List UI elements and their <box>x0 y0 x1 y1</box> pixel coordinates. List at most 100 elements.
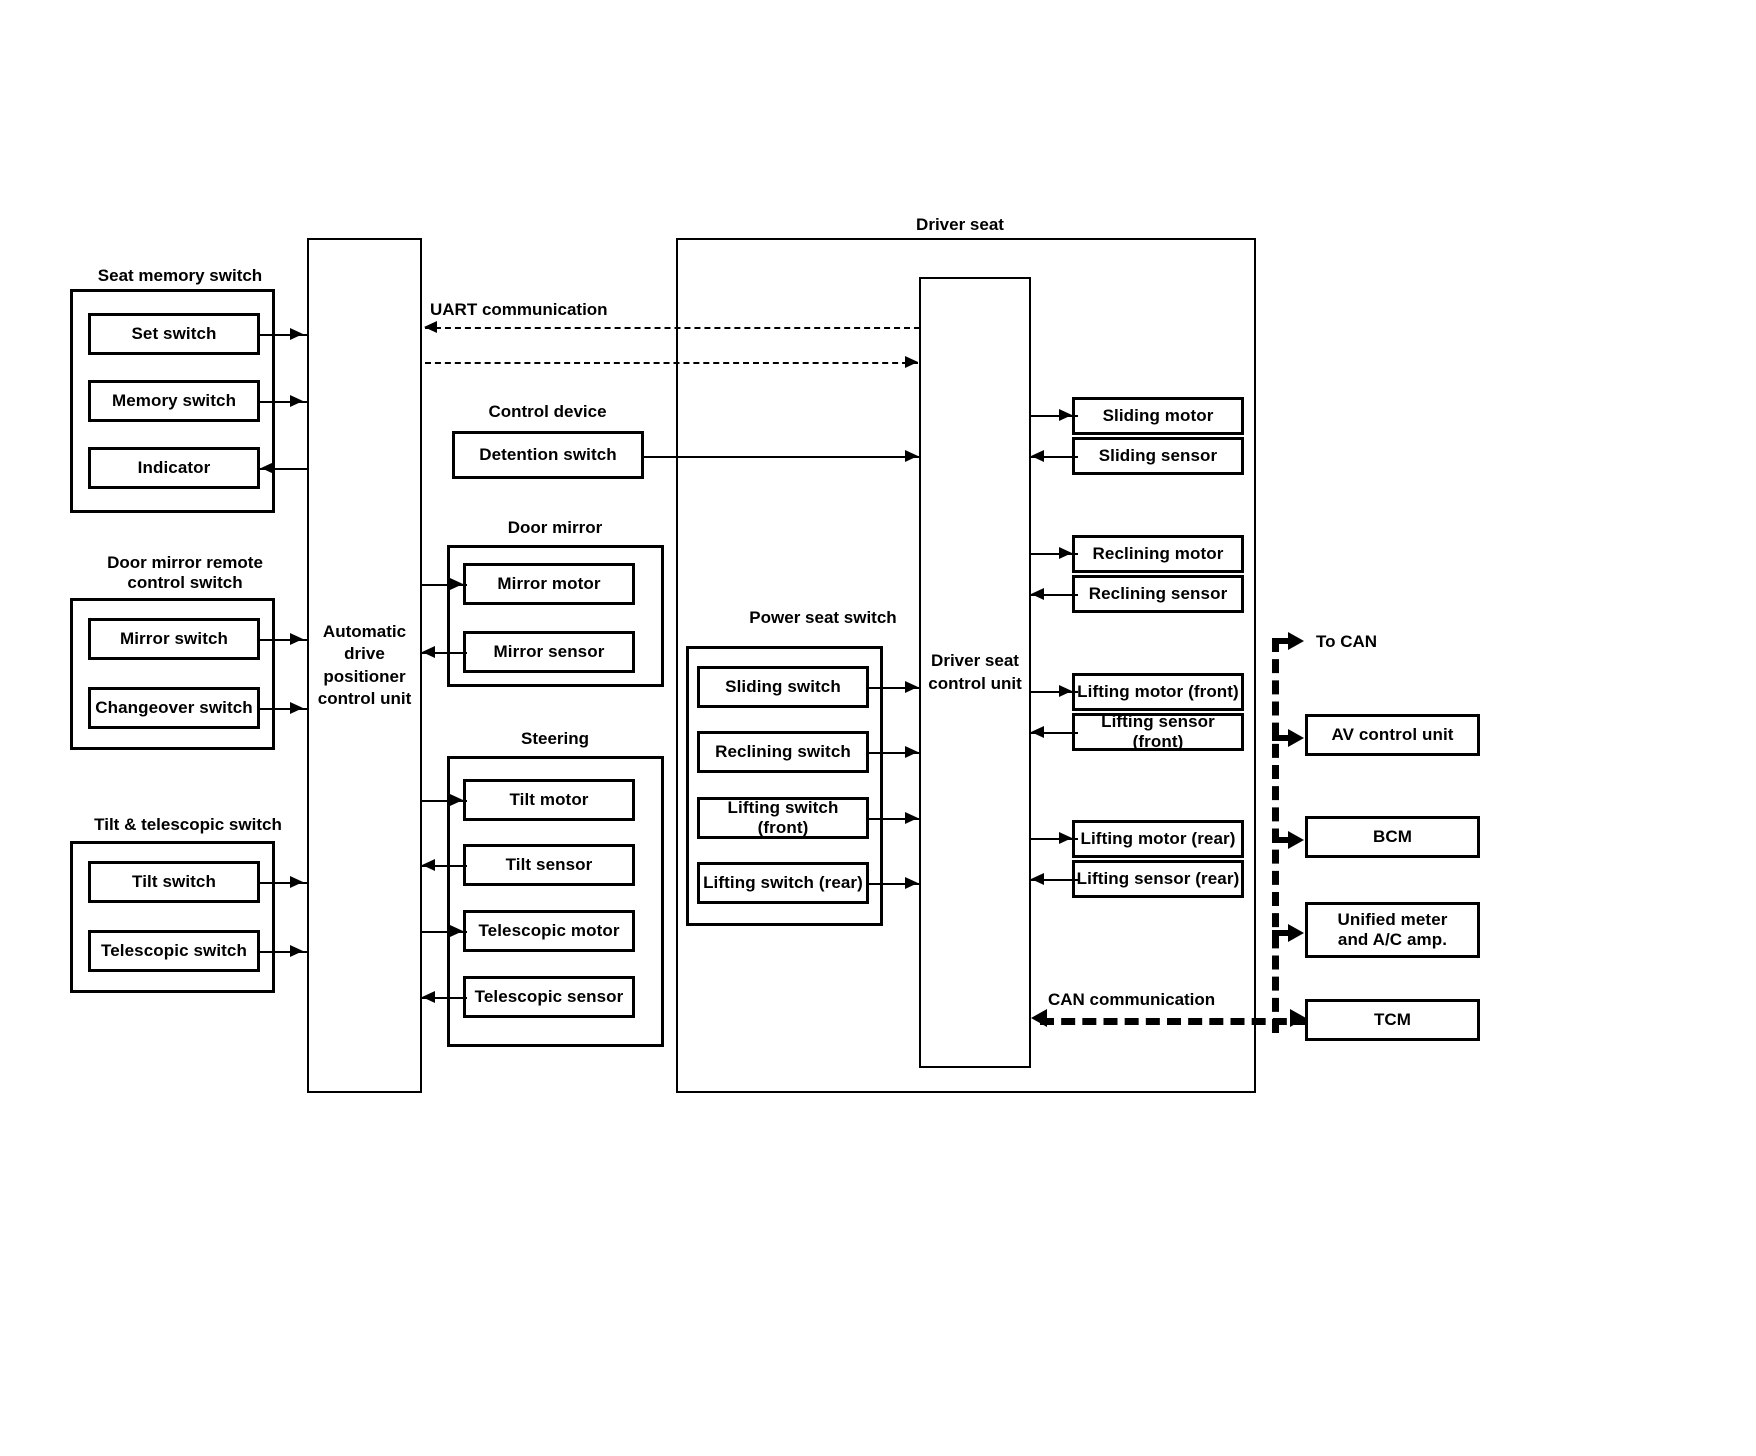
arrow-driver-seat-cu-to-reclining-motor <box>1059 547 1072 559</box>
tilt-telescopic-switch-group <box>70 841 275 993</box>
lifting-sensor-rear-box: Lifting sensor (rear) <box>1072 860 1244 898</box>
uart-communication-label: UART communication <box>430 300 608 319</box>
arrow-lifting-sensor-front-to-driver-seat-cu <box>1031 726 1044 738</box>
line-driver-seat-cu-to-lifting-motor-rear <box>1031 838 1078 840</box>
tilt-sensor-box[interactable]: Tilt sensor <box>463 844 635 886</box>
arrow-uart-to-adp <box>424 321 437 333</box>
line-reclining-switch-to-driver-seat-cu <box>869 752 921 754</box>
telescopic-switch-box[interactable]: Telescopic switch <box>88 930 260 972</box>
reclining-switch-box[interactable]: Reclining switch <box>697 731 869 773</box>
arrow-driver-seat-cu-to-lifting-motor-rear <box>1059 832 1072 844</box>
arrow-can-to-av-control-unit <box>1288 729 1304 747</box>
lifting-sensor-front-box: Lifting sensor (front) <box>1072 712 1244 751</box>
arrow-to-can <box>1288 632 1304 650</box>
arrow-changeover-switch-to-adp <box>290 702 303 714</box>
arrow-reclining-sensor-to-driver-seat-cu <box>1031 588 1044 600</box>
line-sliding-switch-to-driver-seat-cu <box>869 687 921 689</box>
unified-meter-and-ac-amp-box: Unified meter and A/C amp. <box>1305 902 1480 958</box>
arrow-tilt-sensor-to-adp <box>422 859 435 871</box>
line-lifting-sensor-front-to-driver-seat-cu <box>1031 732 1078 734</box>
sliding-sensor-box: Sliding sensor <box>1072 437 1244 475</box>
line-telescopic-switch-to-adp <box>260 951 307 953</box>
arrow-lifting-switch-front-to-driver-seat-cu <box>905 812 918 824</box>
arrow-tilt-switch-to-adp <box>290 876 303 888</box>
line-adp-to-telescopic-motor <box>422 931 467 933</box>
line-set-switch-to-adp <box>260 334 307 336</box>
tilt-switch-box[interactable]: Tilt switch <box>88 861 260 903</box>
memory-switch-box[interactable]: Memory switch <box>88 380 260 422</box>
mirror-sensor-box[interactable]: Mirror sensor <box>463 631 635 673</box>
arrow-driver-seat-cu-to-sliding-motor <box>1059 409 1072 421</box>
arrow-adp-to-telescopic-motor <box>450 925 463 937</box>
uart-line-to-adp <box>425 327 920 329</box>
line-lifting-switch-rear-to-driver-seat-cu <box>869 883 921 885</box>
line-lifting-switch-front-to-driver-seat-cu <box>869 818 921 820</box>
mirror-motor-box[interactable]: Mirror motor <box>463 563 635 605</box>
line-mirror-sensor-to-adp <box>422 652 467 654</box>
door-mirror-remote-control-switch-group <box>70 598 275 750</box>
changeover-switch-box[interactable]: Changeover switch <box>88 687 260 729</box>
power-seat-switch-group <box>686 646 883 926</box>
steering-label: Steering <box>520 729 590 748</box>
telescopic-sensor-box[interactable]: Telescopic sensor <box>463 976 635 1018</box>
can-stub-bcm <box>1272 837 1298 843</box>
set-switch-box[interactable]: Set switch <box>88 313 260 355</box>
can-bus-backbone <box>1272 638 1279 1033</box>
lifting-motor-front-box: Lifting motor (front) <box>1072 673 1244 711</box>
uart-line-to-driver-seat-cu <box>425 362 918 364</box>
power-seat-switch-label: Power seat switch <box>749 608 897 627</box>
can-stub-to-can <box>1272 638 1298 644</box>
sliding-switch-box[interactable]: Sliding switch <box>697 666 869 708</box>
line-sliding-sensor-to-driver-seat-cu <box>1031 456 1078 458</box>
arrow-can-to-driver-seat-cu <box>1031 1009 1047 1027</box>
sliding-motor-box: Sliding motor <box>1072 397 1244 435</box>
arrow-detention-switch-to-driver-seat-cu <box>905 450 918 462</box>
lifting-switch-front-box[interactable]: Lifting switch (front) <box>697 797 869 839</box>
arrow-set-switch-to-adp <box>290 328 303 340</box>
detention-switch-box[interactable]: Detention switch <box>452 431 644 479</box>
arrow-mirror-switch-to-adp <box>290 633 303 645</box>
lifting-switch-rear-box[interactable]: Lifting switch (rear) <box>697 862 869 904</box>
door-mirror-label: Door mirror <box>507 518 603 537</box>
telescopic-motor-box[interactable]: Telescopic motor <box>463 910 635 952</box>
arrow-telescopic-sensor-to-adp <box>422 991 435 1003</box>
control-device-label: Control device <box>488 402 607 421</box>
tilt-motor-box[interactable]: Tilt motor <box>463 779 635 821</box>
indicator-box[interactable]: Indicator <box>88 447 260 489</box>
reclining-sensor-box: Reclining sensor <box>1072 575 1244 613</box>
line-detention-switch-to-driver-seat-cu <box>644 456 920 458</box>
line-tilt-switch-to-adp <box>260 882 307 884</box>
arrow-telescopic-switch-to-adp <box>290 945 303 957</box>
to-can-label: To CAN <box>1316 632 1378 651</box>
can-communication-line <box>1040 1018 1308 1025</box>
tcm-box: TCM <box>1305 999 1480 1041</box>
steering-group <box>447 756 664 1047</box>
driver-seat-label: Driver seat <box>916 215 1004 234</box>
line-adp-to-tilt-motor <box>422 800 467 802</box>
arrow-can-to-unified-meter <box>1288 924 1304 942</box>
door-mirror-group <box>447 545 664 687</box>
arrow-reclining-switch-to-driver-seat-cu <box>905 746 918 758</box>
line-mirror-switch-to-adp <box>260 639 307 641</box>
can-stub-av-control-unit <box>1272 735 1298 741</box>
arrow-sliding-switch-to-driver-seat-cu <box>905 681 918 693</box>
line-memory-switch-to-adp <box>260 401 307 403</box>
line-reclining-sensor-to-driver-seat-cu <box>1031 594 1078 596</box>
line-lifting-sensor-rear-to-driver-seat-cu <box>1031 879 1078 881</box>
line-tilt-sensor-to-adp <box>422 865 467 867</box>
can-stub-unified-meter <box>1272 930 1298 936</box>
arrow-adp-to-mirror-motor <box>450 578 463 590</box>
mirror-switch-box[interactable]: Mirror switch <box>88 618 260 660</box>
automatic-drive-positioner-control-unit[interactable]: Automatic drive positioner control unit <box>307 238 422 1093</box>
arrow-memory-switch-to-adp <box>290 395 303 407</box>
driver-seat-group <box>676 238 1256 1093</box>
arrow-uart-to-driver-seat-cu <box>905 356 918 368</box>
arrow-driver-seat-cu-to-lifting-motor-front <box>1059 685 1072 697</box>
seat-memory-switch-label: Seat memory switch <box>97 266 263 285</box>
line-telescopic-sensor-to-adp <box>422 997 467 999</box>
line-driver-seat-cu-to-reclining-motor <box>1031 553 1078 555</box>
reclining-motor-box: Reclining motor <box>1072 535 1244 573</box>
arrow-mirror-sensor-to-adp <box>422 646 435 658</box>
arrow-adp-to-indicator <box>261 462 274 474</box>
driver-seat-control-unit[interactable]: Driver seat control unit <box>919 277 1031 1068</box>
